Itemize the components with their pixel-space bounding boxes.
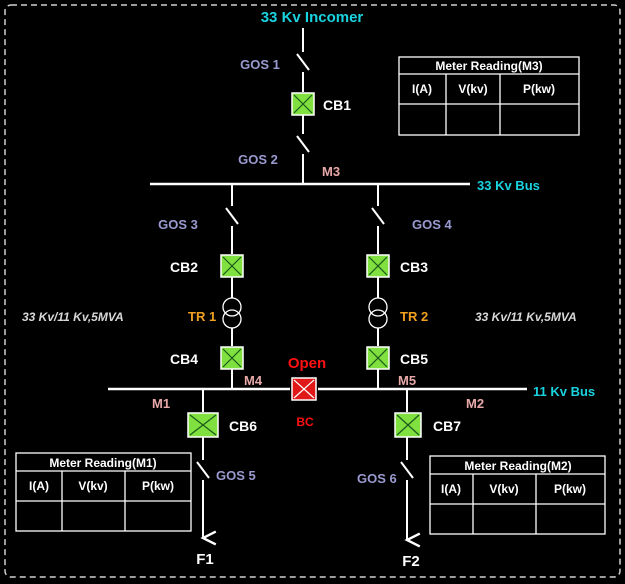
cb6-label: CB6: [229, 418, 257, 434]
cb7-breaker[interactable]: [394, 412, 422, 438]
bc-label: BC: [296, 415, 314, 429]
incomer-label: 33 Kv Incomer: [261, 9, 364, 26]
meter-m3-col-v: V(kv): [458, 82, 487, 96]
meter-table-m1: Meter Reading(M1) I(A) V(kv) P(kw): [15, 452, 192, 532]
tr1-rating: 33 Kv/11 Kv,5MVA: [22, 310, 124, 324]
meter-table-m3: Meter Reading(M3) I(A) V(kv) P(kw): [398, 56, 580, 136]
m5-marker: M5: [398, 373, 416, 388]
bc-breaker[interactable]: [291, 377, 317, 401]
bus11-label: 11 Kv Bus: [533, 384, 595, 399]
cb5-label: CB5: [400, 351, 428, 367]
cb4-breaker[interactable]: [220, 346, 244, 370]
gos3-switch[interactable]: [225, 184, 239, 254]
cb3-breaker[interactable]: [366, 254, 390, 278]
tr1-label: TR 1: [188, 309, 216, 324]
m1-marker: M1: [152, 396, 170, 411]
cb3-label: CB3: [400, 259, 428, 275]
gos1-switch[interactable]: [296, 45, 310, 92]
gos1-label: GOS 1: [240, 57, 280, 72]
meter-m1-col-i: I(A): [29, 479, 49, 493]
meter-m1-title: Meter Reading(M1): [49, 456, 156, 470]
meter-m2-title: Meter Reading(M2): [464, 459, 571, 473]
diagram-border: [4, 4, 621, 578]
meter-m1-col-p: P(kw): [142, 479, 174, 493]
m3-marker: M3: [322, 164, 340, 179]
meter-m1-col-v: V(kv): [78, 479, 107, 493]
cb4-label: CB4: [170, 351, 198, 367]
gos2-switch[interactable]: [296, 115, 310, 184]
meter-m3-title: Meter Reading(M3): [435, 59, 542, 73]
gos6-switch[interactable]: [400, 437, 421, 548]
gos5-label: GOS 5: [216, 468, 256, 483]
gos3-label: GOS 3: [158, 217, 198, 232]
cb6-breaker[interactable]: [187, 412, 219, 438]
tr2-rating: 33 Kv/11 Kv,5MVA: [475, 310, 577, 324]
cb2-label: CB2: [170, 259, 198, 275]
feeder-f2: F2: [402, 553, 420, 570]
m2-marker: M2: [466, 396, 484, 411]
gos6-label: GOS 6: [357, 471, 397, 486]
cb5-breaker[interactable]: [366, 346, 390, 370]
meter-m2-col-i: I(A): [441, 482, 461, 496]
m4-marker: M4: [244, 373, 263, 388]
bc-status: Open: [288, 355, 326, 372]
cb2-breaker[interactable]: [220, 254, 244, 278]
gos5-switch[interactable]: [196, 437, 217, 546]
cb1-label: CB1: [323, 97, 351, 113]
gos4-switch[interactable]: [371, 184, 385, 254]
meter-m2-col-v: V(kv): [489, 482, 518, 496]
gos4-label: GOS 4: [412, 217, 453, 232]
cb1-breaker[interactable]: [291, 92, 315, 116]
feeder-f1: F1: [196, 551, 214, 568]
meter-table-m2: Meter Reading(M2) I(A) V(kv) P(kw): [429, 455, 606, 535]
tr1-transformer[interactable]: [222, 297, 242, 329]
gos2-label: GOS 2: [238, 152, 278, 167]
bus33-label: 33 Kv Bus: [477, 178, 540, 193]
tr2-transformer[interactable]: [368, 297, 388, 329]
tr2-label: TR 2: [400, 309, 428, 324]
meter-m3-col-p: P(kw): [523, 82, 555, 96]
meter-m3-col-i: I(A): [412, 82, 432, 96]
cb7-label: CB7: [433, 418, 461, 434]
meter-m2-col-p: P(kw): [554, 482, 586, 496]
